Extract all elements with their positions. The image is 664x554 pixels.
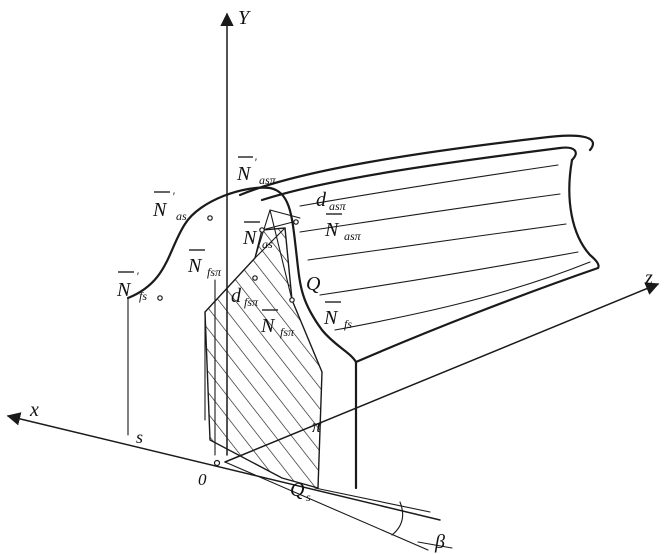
svg-text:fs: fs: [344, 317, 352, 331]
qs-label: Q s: [290, 479, 311, 504]
beta-label: β: [434, 531, 445, 553]
label-d-as-pi: d asπ: [316, 189, 347, 213]
svg-text:d: d: [316, 189, 327, 211]
origin-label: 0: [198, 470, 207, 489]
tooth-top-inner: [260, 146, 577, 202]
svg-text:N: N: [324, 219, 340, 241]
svg-text:N: N: [242, 227, 258, 249]
label-n-as-prime: N ' as: [152, 189, 187, 223]
svg-text:N: N: [152, 199, 168, 221]
label-n-fs-pi-lower: N fsπ: [260, 309, 295, 339]
svg-text:d: d: [231, 285, 242, 307]
guide-line-b: [261, 221, 294, 231]
svg-text:as: as: [262, 237, 273, 251]
point-nas-prime: [207, 215, 213, 221]
svg-text:N: N: [323, 307, 339, 329]
svg-text:fsπ: fsπ: [207, 265, 222, 279]
svg-text:Q: Q: [290, 479, 305, 501]
hatched-section: [204, 227, 323, 489]
point-nfs-pi: [252, 275, 258, 281]
svg-text:': ': [136, 269, 139, 283]
point-q: [289, 297, 295, 303]
svg-text:asπ: asπ: [344, 229, 362, 243]
label-n-as-pi: N asπ: [324, 213, 362, 243]
label-n-as-pi-prime: N ' asπ: [236, 155, 277, 187]
label-n-fs: N fs: [323, 301, 352, 331]
pi-label: π: [312, 416, 322, 436]
label-n-fs-prime: N ' fs: [116, 269, 147, 303]
point-d-as: [293, 219, 299, 225]
svg-text:': ': [254, 155, 257, 169]
z-axis-label: z: [644, 267, 653, 289]
projection-line: [224, 461, 429, 551]
root-line: [354, 266, 600, 364]
svg-text:N: N: [116, 279, 132, 301]
surface-curve-1: [299, 164, 559, 207]
label-n-as: N as: [242, 221, 273, 251]
origin-point: [213, 459, 221, 467]
beta-angle-arc: [391, 501, 404, 536]
svg-text:N: N: [236, 163, 252, 185]
x-axis-label: x: [29, 399, 39, 421]
svg-text:asπ: asπ: [259, 173, 277, 187]
svg-text:fsπ: fsπ: [280, 325, 295, 339]
q-label: Q: [306, 273, 321, 295]
surface-curve-3: [307, 223, 567, 261]
svg-text:N: N: [187, 255, 203, 277]
surface-curve-2: [299, 193, 561, 233]
tooth-top-outline: [238, 134, 594, 197]
guide-line-c: [269, 209, 301, 219]
label-n-fs-pi: N fsπ: [187, 249, 222, 279]
guide-line-d: [254, 227, 286, 259]
point-d-fs: [259, 227, 265, 233]
front-profile: [126, 186, 358, 364]
svg-text:fs: fs: [139, 289, 147, 303]
y-axis-label: Y: [238, 7, 251, 29]
svg-text:s: s: [306, 490, 311, 504]
surface-curve-4: [319, 251, 579, 296]
x-axis: [6, 412, 441, 521]
svg-text:': ': [172, 189, 175, 203]
svg-text:fsπ: fsπ: [244, 295, 259, 309]
label-d-fs-pi: d fsπ: [231, 285, 259, 309]
point-nfs-prime: [157, 295, 163, 301]
beta-leader: [417, 541, 453, 549]
svg-text:N: N: [260, 315, 276, 337]
s-label: s: [136, 427, 143, 447]
angle-line: [314, 487, 431, 513]
svg-text:as: as: [176, 209, 187, 223]
svg-text:asπ: asπ: [329, 199, 347, 213]
back-flank: [568, 158, 600, 270]
surface-curve-5: [334, 261, 591, 331]
